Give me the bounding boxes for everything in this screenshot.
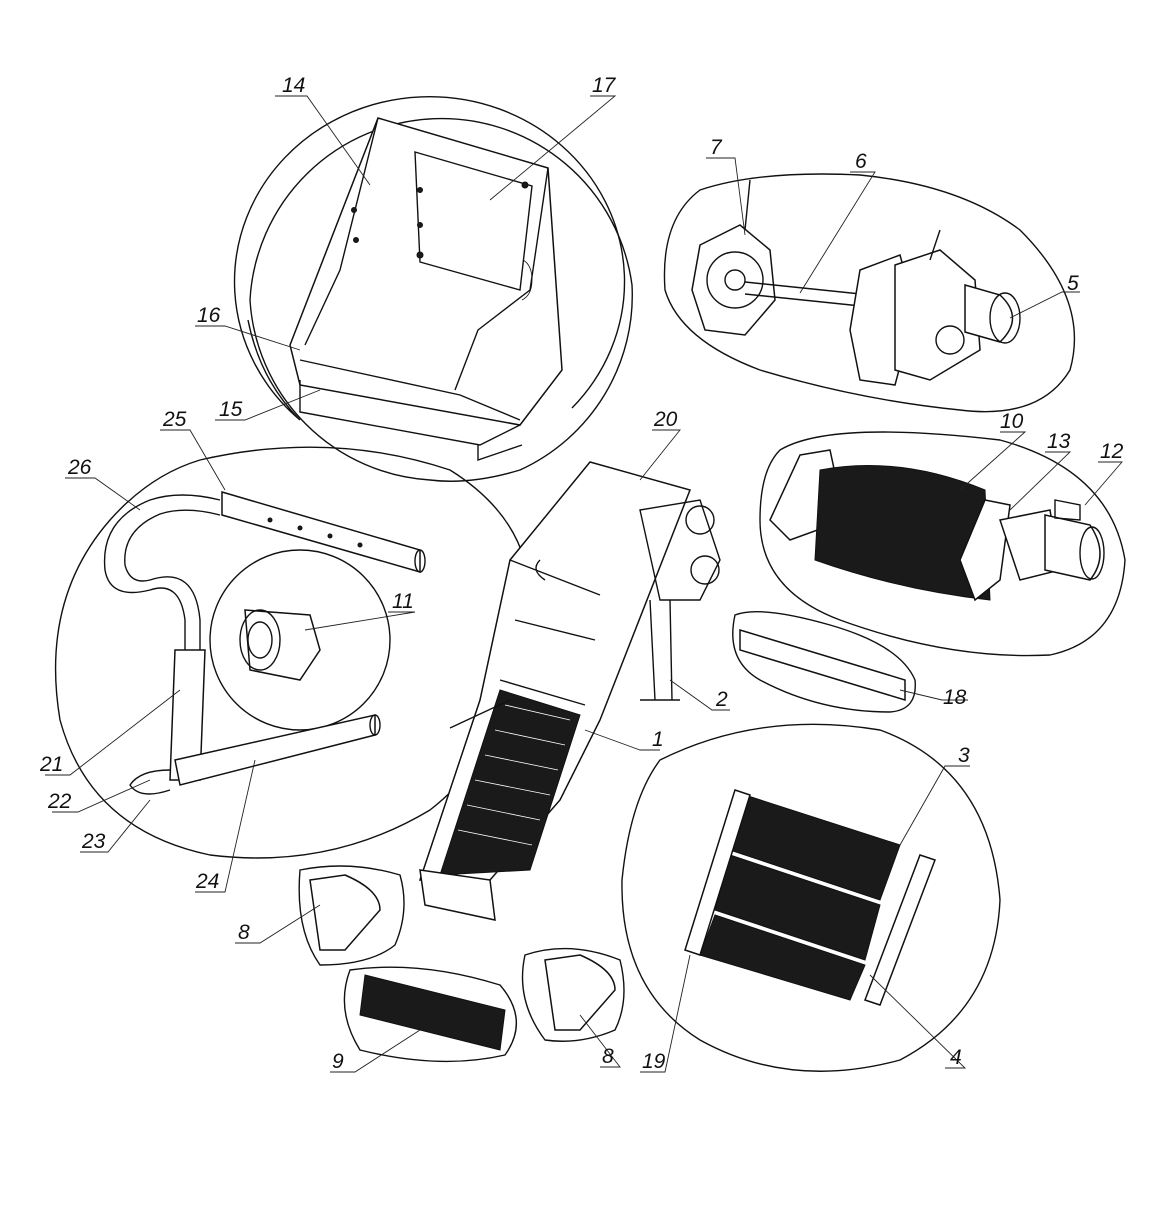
hopper-detail-circle (233, 96, 626, 421)
label-10: 10 (1000, 410, 1024, 433)
label-21: 21 (39, 753, 63, 776)
label-12: 12 (1100, 440, 1124, 463)
side-plates (309, 874, 616, 1051)
pipe-detail-circle (54, 446, 531, 859)
conveyor-assembly (418, 461, 721, 921)
label-22: 22 (47, 790, 72, 813)
label-1: 1 (652, 728, 664, 751)
panel-detail-circle (343, 966, 517, 1063)
label-25: 25 (162, 408, 187, 431)
label-3: 3 (958, 744, 970, 767)
side-plate-circle-left (298, 865, 405, 966)
detail-circles (54, 96, 1126, 1072)
label-19: 19 (642, 1050, 666, 1073)
callout-numbers: 14 17 7 6 5 16 15 25 20 10 13 12 26 11 1… (39, 74, 1124, 1073)
shaft-detail-circle (663, 173, 1076, 413)
label-7: 7 (710, 136, 723, 159)
screen-assembly (684, 789, 936, 1006)
label-17: 17 (592, 74, 617, 97)
label-13: 13 (1047, 430, 1071, 453)
label-11: 11 (392, 590, 414, 613)
pipe-assembly (103, 490, 426, 795)
label-9: 9 (332, 1050, 344, 1073)
label-2: 2 (715, 688, 728, 711)
label-16: 16 (197, 304, 221, 327)
label-14: 14 (282, 74, 305, 97)
label-8-right: 8 (602, 1045, 614, 1068)
brush-detail-circle (759, 431, 1126, 657)
strip-detail-circle (732, 611, 916, 713)
label-8-left: 8 (238, 921, 250, 944)
label-5: 5 (1067, 272, 1079, 295)
label-20: 20 (653, 408, 678, 431)
screen-detail-circle (621, 723, 1001, 1072)
side-plate-circle-right (521, 947, 625, 1042)
label-23: 23 (81, 830, 106, 853)
brush-assembly (769, 449, 1105, 602)
callout-leaders (45, 95, 1123, 1073)
label-15: 15 (219, 398, 243, 421)
label-18: 18 (943, 686, 967, 709)
hopper-assembly (289, 117, 563, 461)
label-4: 4 (950, 1046, 962, 1069)
label-24: 24 (195, 870, 219, 893)
label-6: 6 (855, 150, 867, 173)
hopper-circle-outline (249, 117, 633, 482)
strip-part (739, 628, 906, 702)
nut-detail-circle (209, 549, 391, 731)
shaft-assembly (691, 179, 1021, 386)
label-26: 26 (67, 456, 92, 479)
